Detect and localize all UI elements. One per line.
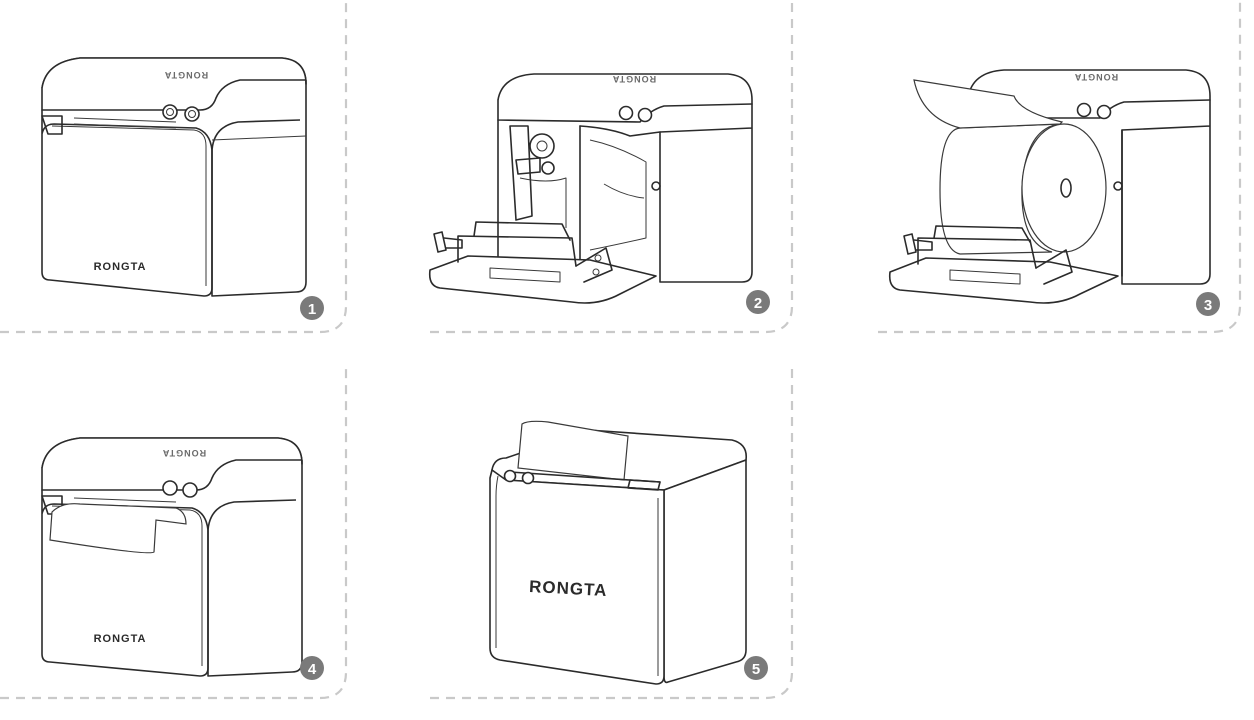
step-number-1: 1 <box>308 301 316 318</box>
step-4-closed-paper-out: RONGTA RONGTA <box>41 437 303 677</box>
step-3-insert-paper-roll: RONGTA <box>888 69 1211 304</box>
feed-button-icon <box>182 482 198 498</box>
step-1-printer-closed: RONGTA RONGTA <box>41 57 307 297</box>
step-badge-icon: 4 <box>300 656 324 680</box>
step-5-paper-through-slot: RONGTA <box>489 420 748 685</box>
feed-button-icon <box>1096 104 1112 120</box>
front-brand-label: RONGTA <box>529 577 608 600</box>
step-badge-icon: 5 <box>744 656 768 680</box>
top-brand-label: RONGTA <box>612 74 656 84</box>
step-number-5: 5 <box>752 661 760 678</box>
top-brand-label: RONGTA <box>1074 72 1118 82</box>
step-number-4: 4 <box>308 661 317 678</box>
step-2-cover-open: RONGTA <box>428 73 753 304</box>
cell-dividers <box>0 0 1242 700</box>
feed-button-icon <box>521 471 535 485</box>
step-badges: 1 2 3 4 5 <box>300 290 1220 680</box>
paper-strip <box>517 420 629 481</box>
step-badge-icon: 2 <box>746 290 770 314</box>
power-button-icon <box>503 469 517 483</box>
power-button-icon <box>618 105 634 121</box>
step-number-3: 3 <box>1204 297 1212 314</box>
paper-strip <box>49 503 187 554</box>
front-brand-label: RONGTA <box>94 633 147 645</box>
power-button-icon <box>162 104 178 120</box>
power-button-icon <box>1076 102 1092 118</box>
feed-button-icon <box>637 107 653 123</box>
front-brand-label: RONGTA <box>94 261 147 273</box>
feed-button-icon <box>184 106 200 122</box>
step-badge-icon: 1 <box>300 296 324 320</box>
step-number-2: 2 <box>754 295 762 312</box>
step-badge-icon: 3 <box>1196 292 1220 316</box>
top-brand-label: RONGTA <box>164 70 208 80</box>
power-button-icon <box>162 480 178 496</box>
top-brand-label: RONGTA <box>162 448 206 458</box>
